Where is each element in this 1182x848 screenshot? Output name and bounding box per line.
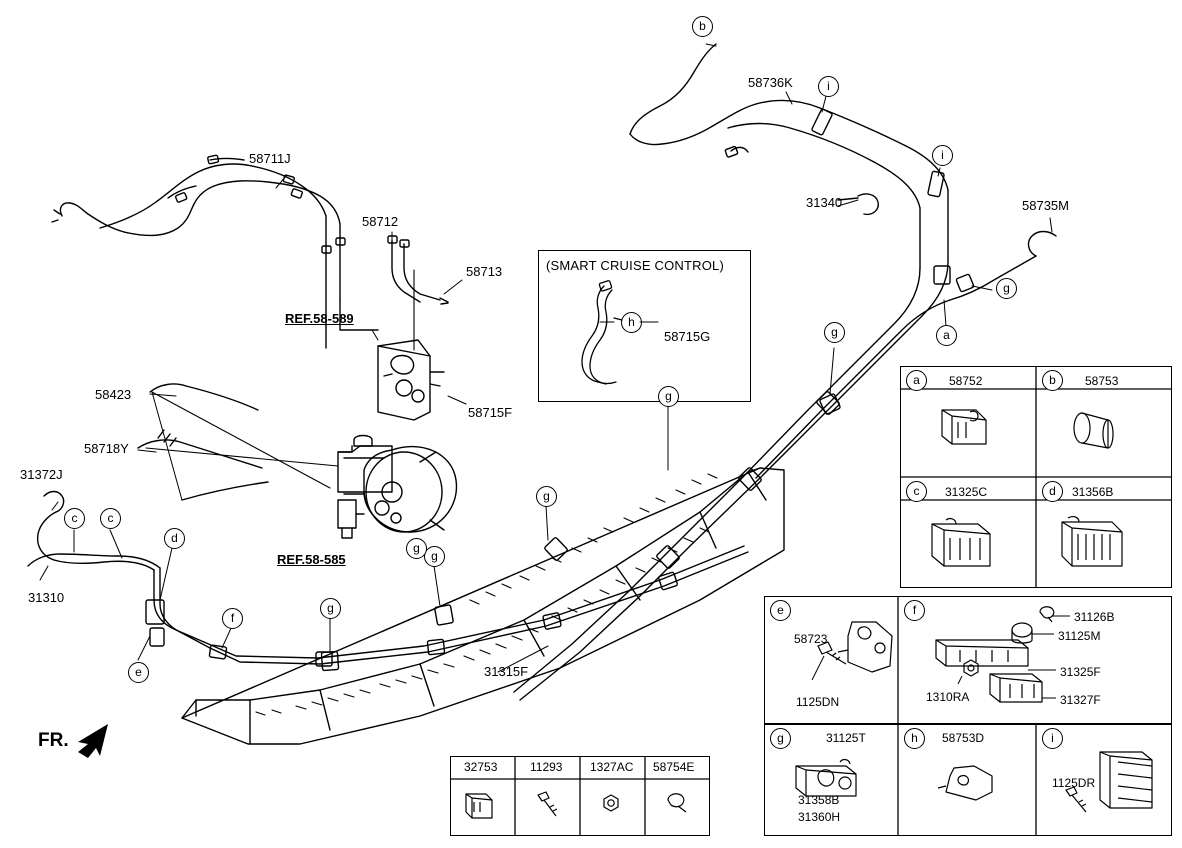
legend-part-31325C: 31325C xyxy=(945,485,988,499)
callout-f-1: f xyxy=(222,608,243,629)
callout-g-4: g xyxy=(536,486,557,507)
legend-letter-b: b xyxy=(1042,370,1063,391)
callout-g-3: g xyxy=(658,386,679,407)
front-label: FR. xyxy=(38,730,69,751)
callout-g-1: g xyxy=(996,278,1017,299)
front-direction-arrow xyxy=(78,724,108,758)
legend-part-31360H: 31360H xyxy=(798,810,841,824)
label-58423: 58423 xyxy=(95,387,132,402)
legend-ef-table xyxy=(764,596,1172,724)
legend-part-58752: 58752 xyxy=(949,374,983,388)
legend-letter-a: a xyxy=(906,370,927,391)
label-ref-58-589: REF.58-589 xyxy=(285,311,354,326)
legend-part-31358B: 31358B xyxy=(798,793,840,807)
label-58736K: 58736K xyxy=(748,75,793,90)
inset-part-58715G: 58715G xyxy=(664,329,711,344)
callout-c-2: c xyxy=(100,508,121,529)
callout-d-1: d xyxy=(164,528,185,549)
callout-g-6: g xyxy=(320,598,341,619)
legend-part-1310RA: 1310RA xyxy=(926,690,970,704)
legend-letter-h: h xyxy=(904,728,925,749)
legend-part-31356B: 31356B xyxy=(1072,485,1114,499)
legend-part-58723: 58723 xyxy=(794,632,828,646)
legend-part-31125M: 31125M xyxy=(1058,629,1101,643)
label-58711J: 58711J xyxy=(249,151,291,166)
inset-title: (SMART CRUISE CONTROL) xyxy=(546,258,724,273)
callout-e-1: e xyxy=(128,662,149,683)
callout-g-7: g xyxy=(406,538,427,559)
label-31372J: 31372J xyxy=(20,467,63,482)
label-ref-58-585: REF.58-585 xyxy=(277,552,346,567)
callout-i-1: i xyxy=(818,76,839,97)
legend-letter-i: i xyxy=(1042,728,1063,749)
legend-letter-g: g xyxy=(770,728,791,749)
legend-letter-c: c xyxy=(906,481,927,502)
legend-part-31126B: 31126B xyxy=(1074,610,1115,624)
callout-c-1: c xyxy=(64,508,85,529)
legend-bottom-h0: 32753 xyxy=(464,760,498,774)
legend-part-58753D: 58753D xyxy=(942,731,985,745)
legend-letter-d: d xyxy=(1042,481,1063,502)
callout-b-1: b xyxy=(692,16,713,37)
legend-part-58753: 58753 xyxy=(1085,374,1119,388)
label-58713: 58713 xyxy=(466,264,503,279)
label-58715F: 58715F xyxy=(468,405,513,420)
label-31340: 31340 xyxy=(806,195,843,210)
legend-part-31325F: 31325F xyxy=(1060,665,1101,679)
legend-letter-e: e xyxy=(770,600,791,621)
label-58718Y: 58718Y xyxy=(84,441,129,456)
legend-part-1125DN: 1125DN xyxy=(796,695,840,709)
label-58735M: 58735M xyxy=(1022,198,1069,213)
callout-g-2: g xyxy=(824,322,845,343)
legend-bottom-h2: 1327AC xyxy=(590,760,634,774)
legend-bottom-h3: 58754E xyxy=(653,760,695,774)
legend-bottom-h1: 11293 xyxy=(530,760,563,774)
legend-part-1125DR: 1125DR xyxy=(1052,776,1096,790)
label-58712: 58712 xyxy=(362,214,399,229)
smart-cruise-control-inset xyxy=(538,250,751,402)
legend-part-31125T: 31125T xyxy=(826,731,866,745)
callout-a-1: a xyxy=(936,325,957,346)
legend-part-31327F: 31327F xyxy=(1060,693,1101,707)
label-31310: 31310 xyxy=(28,590,65,605)
legend-letter-f: f xyxy=(904,600,925,621)
label-31315F: 31315F xyxy=(484,664,529,679)
callout-i-2: i xyxy=(932,145,953,166)
callout-g-5: g xyxy=(424,546,445,567)
